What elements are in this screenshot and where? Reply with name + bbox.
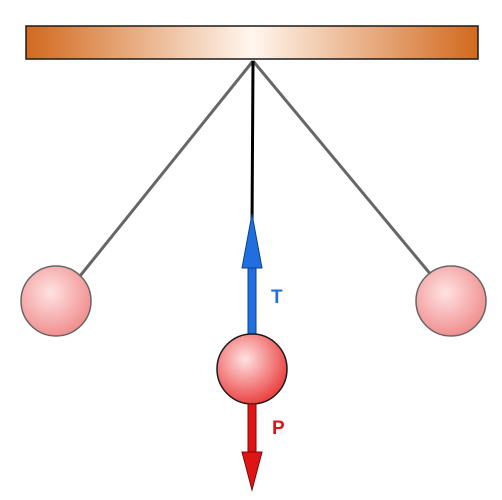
left-string — [78, 60, 255, 277]
weight-label: P — [272, 418, 285, 439]
weight-arrow — [241, 403, 263, 492]
left-bob — [20, 265, 92, 337]
right-bob — [415, 265, 487, 337]
ceiling-support — [25, 25, 479, 60]
right-string — [251, 60, 434, 277]
center-bob — [216, 333, 288, 405]
tension-label: T — [271, 287, 283, 308]
center-string — [250, 60, 255, 227]
tension-arrow — [241, 213, 263, 335]
